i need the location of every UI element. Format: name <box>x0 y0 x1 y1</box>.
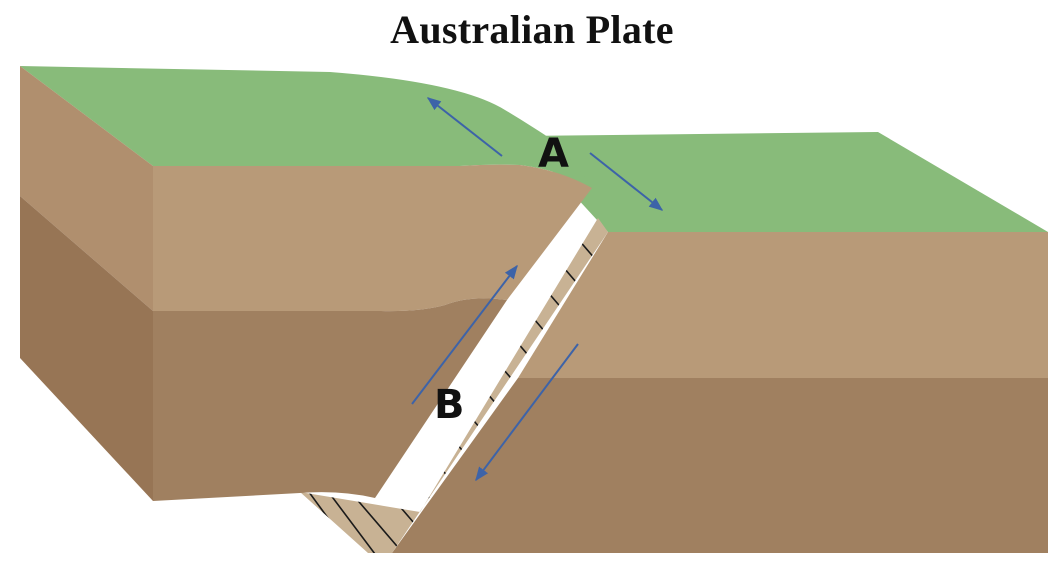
left-block-front-upper <box>153 164 592 312</box>
label-b: B <box>434 382 465 428</box>
right-block-upper-layer <box>518 232 1048 378</box>
right-block-surface <box>520 132 1048 232</box>
diagram-title: Australian Plate <box>390 7 674 52</box>
label-a: A <box>538 131 569 177</box>
left-block-side-lower <box>20 196 153 501</box>
arrow-spreading-left <box>426 97 503 157</box>
arrow-footwall-down <box>475 343 579 482</box>
fault-plane <box>300 218 608 553</box>
left-block-side-upper <box>20 66 153 311</box>
arrow-hanging-wall-up <box>411 264 518 405</box>
left-block-surface <box>20 66 592 188</box>
left-block-front-lower <box>153 298 507 501</box>
arrow-spreading-right <box>589 152 664 211</box>
right-block-lower-layer <box>392 378 1048 553</box>
